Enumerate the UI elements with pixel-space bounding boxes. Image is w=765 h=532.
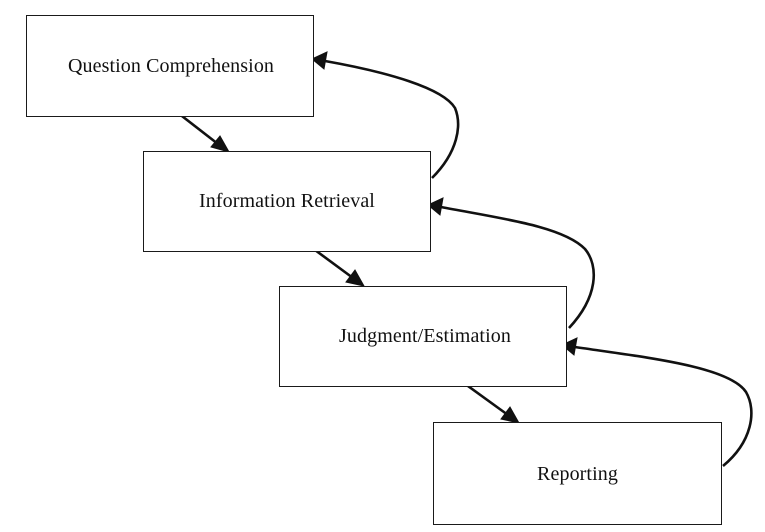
feedback-arrowhead-judgment-to-retrieval <box>427 197 444 216</box>
stage-box-reporting: Reporting <box>433 422 722 525</box>
stage-label: Judgment/Estimation <box>339 325 511 347</box>
stage-box-judgment-estimation: Judgment/Estimation <box>279 286 567 387</box>
feedback-arrowhead-retrieval-to-comprehension <box>311 51 328 70</box>
stage-label: Reporting <box>537 463 618 485</box>
feedback-arrow-judgment-to-retrieval <box>440 205 596 329</box>
stage-box-question-comprehension: Question Comprehension <box>26 15 314 117</box>
feedback-arrow-reporting-to-judgment <box>574 345 753 468</box>
feedback-arrowhead-reporting-to-judgment <box>561 337 578 356</box>
stage-label: Question Comprehension <box>67 54 275 77</box>
arrowhead-judgment-to-reporting <box>500 406 520 424</box>
arrowhead-comprehension-to-retrieval <box>210 135 231 153</box>
stage-label: Information Retrieval <box>199 190 375 212</box>
arrowhead-retrieval-to-judgment <box>345 269 365 287</box>
feedback-arrow-retrieval-to-comprehension <box>324 59 460 179</box>
stage-box-information-retrieval: Information Retrieval <box>143 151 431 252</box>
